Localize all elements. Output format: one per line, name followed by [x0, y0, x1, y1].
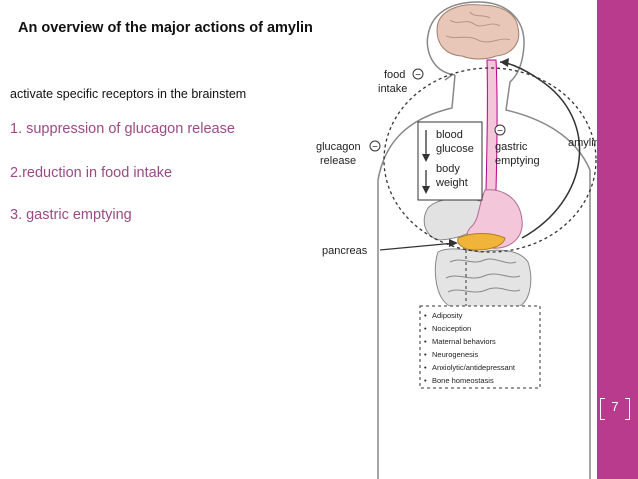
- effect-bullet: •: [424, 337, 427, 346]
- effect-neurogenesis: Neurogenesis: [432, 350, 479, 359]
- pancreas-organ: [457, 233, 506, 251]
- page-number: 7: [611, 399, 619, 414]
- food-minus-icon: −: [415, 70, 421, 81]
- glucagon-minus-icon: −: [372, 142, 378, 153]
- amylin-diagram: blood glucose body weight food intake − …: [316, 1, 600, 479]
- effect-bullet: •: [424, 376, 427, 385]
- page-bracket-right: [625, 398, 630, 420]
- amylin-label: amylin: [568, 137, 600, 149]
- food-label: food: [384, 69, 405, 81]
- effect-nociception: Nociception: [432, 324, 471, 333]
- pancreas-label: pancreas: [322, 245, 368, 257]
- feedback-loop: [383, 67, 597, 253]
- effect-anxiolytic: Anxiolytic/antidepressant: [432, 363, 516, 372]
- weight-label: weight: [435, 177, 468, 189]
- gastric-label: gastric: [495, 141, 528, 153]
- gastric-minus-icon: −: [497, 126, 503, 137]
- effect-bullet: •: [424, 324, 427, 333]
- point-glucagon: 1. suppression of glucagon release: [10, 121, 235, 137]
- point-food-intake: 2.reduction in food intake: [10, 165, 173, 181]
- amylin-arrow: [499, 61, 581, 239]
- effects-box: [419, 305, 541, 389]
- release-label: release: [320, 155, 356, 167]
- effect-bullet: •: [424, 311, 427, 320]
- effect-bone: Bone homeostasis: [432, 376, 494, 385]
- intro-text: activate specific receptors in the brain…: [10, 87, 247, 101]
- effect-bullet: •: [424, 350, 427, 359]
- glucose-weight-box: [417, 121, 483, 201]
- slide-title: An overview of the major actions of amyl…: [18, 20, 313, 36]
- page-bracket-left: [600, 398, 605, 420]
- body-label: body: [436, 163, 460, 175]
- point-gastric-emptying: 3. gastric emptying: [10, 207, 132, 223]
- effect-maternal: Maternal behaviors: [432, 337, 496, 346]
- brain-icon: [436, 4, 520, 60]
- intake-label: intake: [378, 83, 407, 95]
- esophagus: [485, 59, 498, 191]
- emptying-label: emptying: [495, 155, 540, 167]
- intestines: [434, 248, 532, 311]
- effect-adiposity: Adiposity: [432, 311, 463, 320]
- accent-sidebar: [597, 0, 638, 479]
- blood-label: blood: [436, 129, 463, 141]
- glucagon-label: glucagon: [316, 141, 361, 153]
- effect-bullet: •: [424, 363, 427, 372]
- body-outline: [377, 1, 591, 479]
- glucose-label: glucose: [436, 143, 474, 155]
